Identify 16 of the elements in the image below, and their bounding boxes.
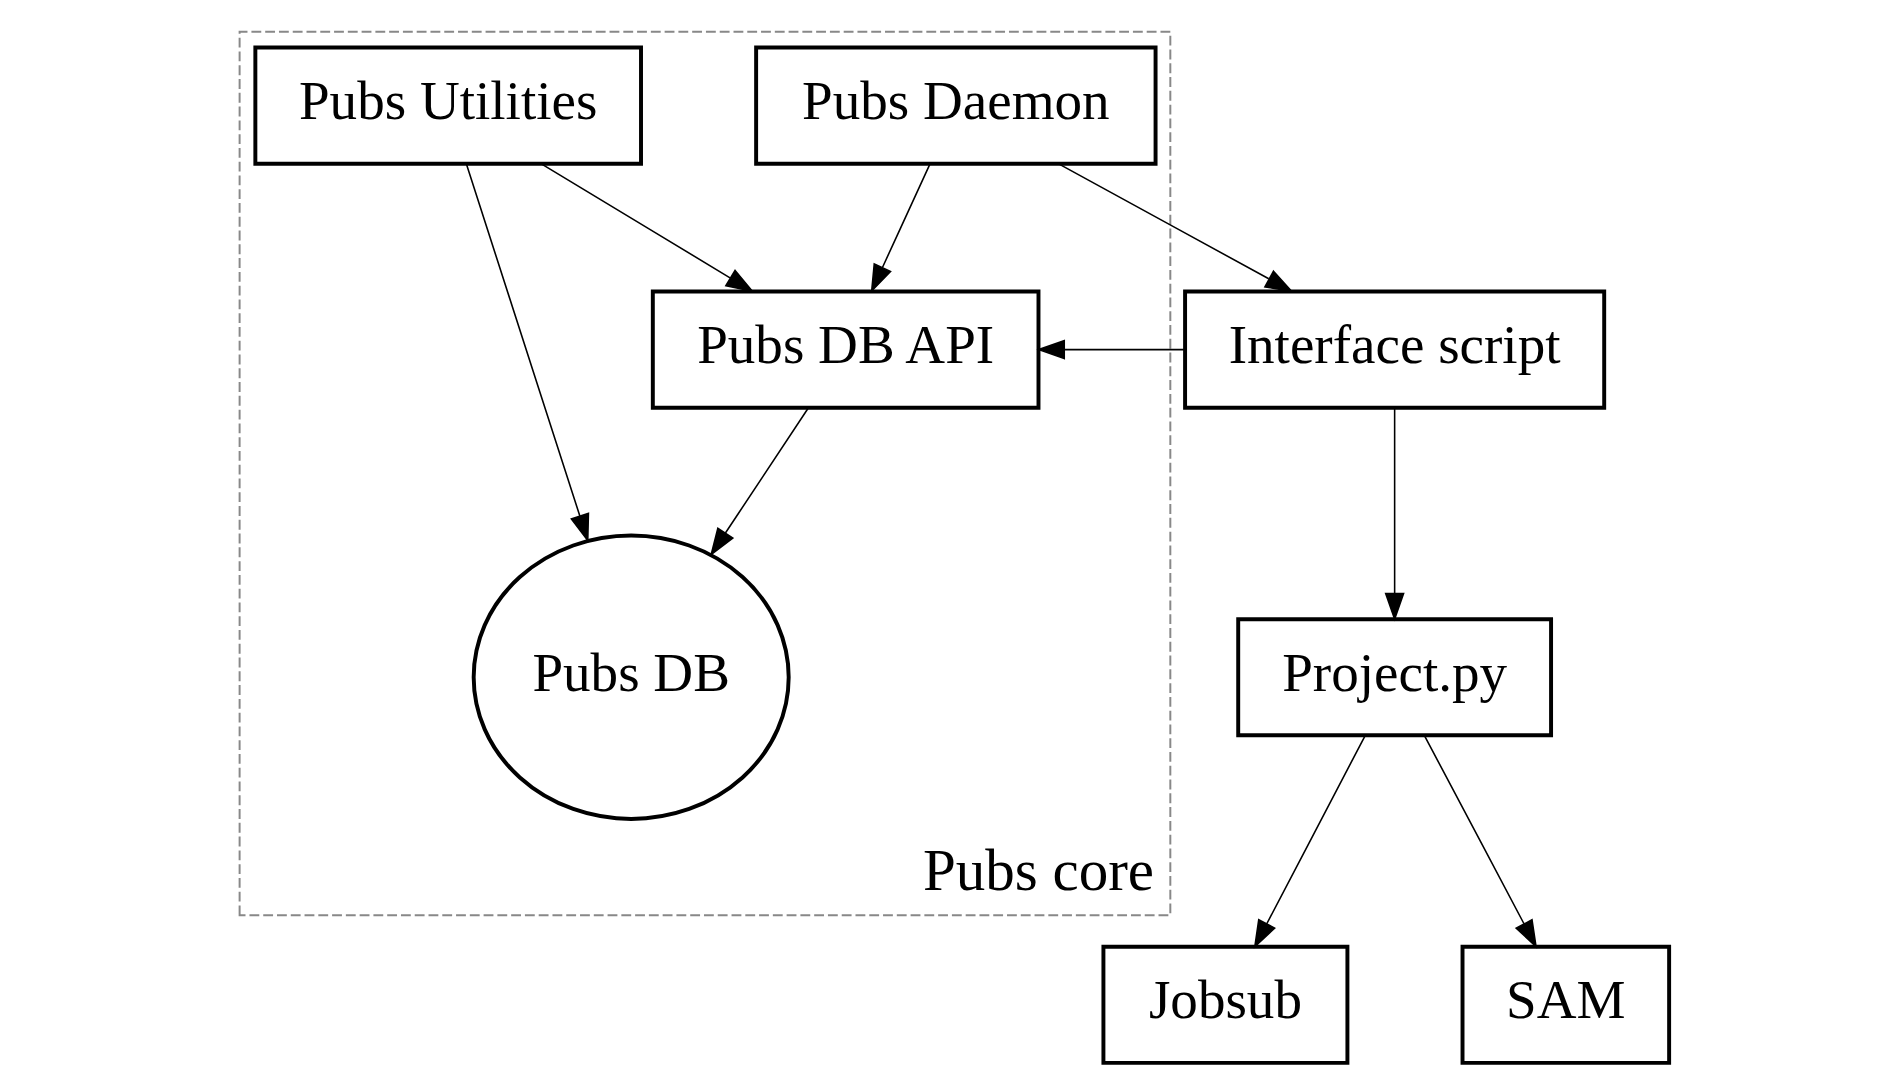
arrow	[1035, 339, 1185, 360]
node-box: Pubs Utilities	[252, 45, 643, 166]
node-ellipse: Pubs DB	[471, 533, 791, 821]
arrow	[1057, 163, 1294, 293]
arrow	[1384, 407, 1405, 622]
arrow	[465, 163, 589, 543]
node-box: Interface script	[1182, 289, 1606, 410]
node-box: Project.py	[1235, 617, 1553, 738]
node-box: Pubs DB API	[650, 289, 1040, 410]
node-box: Pubs Daemon	[753, 45, 1158, 166]
arrow	[1253, 734, 1366, 949]
arrow	[540, 163, 754, 293]
node-box: SAM	[1460, 944, 1671, 1065]
node-box: Jobsub	[1100, 944, 1349, 1065]
arrow	[709, 407, 809, 557]
arrow	[1423, 734, 1537, 949]
